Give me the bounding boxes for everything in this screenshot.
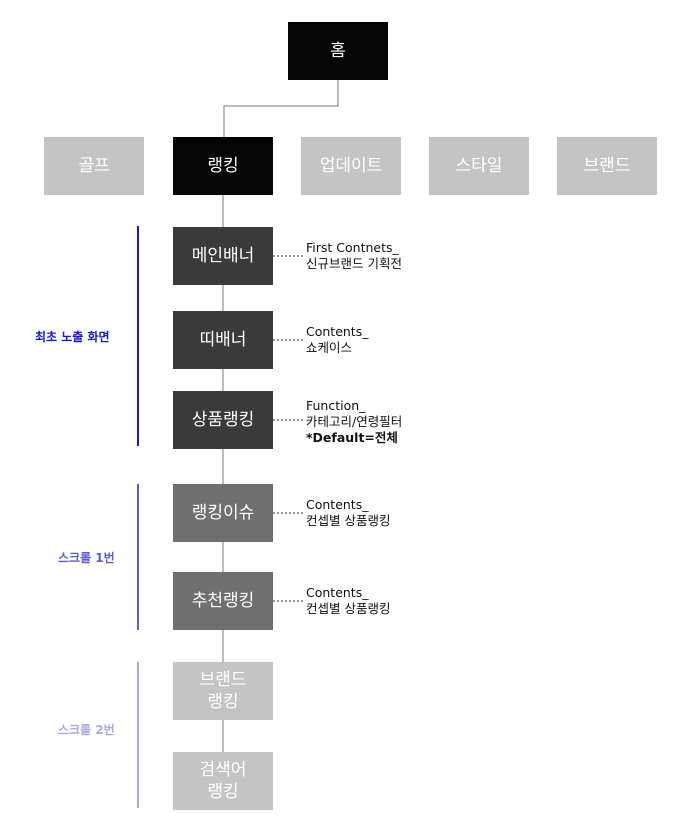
menu-node-ranking[interactable]: 랭킹 — [173, 137, 273, 195]
note-product-ranking: Function_ 카테고리/연령필터 *Default=전체 — [306, 398, 402, 446]
note-line: 신규브랜드 기획전 — [306, 256, 402, 271]
section-node-main-banner[interactable]: 메인배너 — [173, 227, 273, 285]
section-node-brand-ranking[interactable]: 브랜드 랭킹 — [173, 662, 273, 720]
note-recommended-ranking: Contents_ 컨셉별 상품랭킹 — [306, 585, 390, 617]
section-label-scroll1: 스크롤 1번 — [58, 551, 115, 565]
note-default: *Default=전체 — [306, 430, 398, 445]
section-node-strip-banner[interactable]: 띠배너 — [173, 311, 273, 369]
note-line: 쇼케이스 — [306, 340, 353, 355]
section-node-ranking-issue[interactable]: 랭킹이슈 — [173, 484, 273, 542]
section-node-keyword-ranking[interactable]: 검색어 랭킹 — [173, 752, 273, 810]
menu-node-update[interactable]: 업데이트 — [301, 137, 401, 195]
note-strip-banner: Contents_ 쇼케이스 — [306, 324, 368, 356]
note-line: 카테고리/연령필터 — [306, 414, 403, 429]
note-ranking-issue: Contents_ 컨셉별 상품랭킹 — [306, 497, 390, 529]
connector-home-ranking — [223, 80, 339, 137]
home-node[interactable]: 홈 — [288, 22, 388, 80]
section-node-product-ranking[interactable]: 상품랭킹 — [173, 391, 273, 449]
menu-node-style[interactable]: 스타일 — [429, 137, 529, 195]
note-line: Contents_ — [306, 585, 369, 600]
note-line: Contents_ — [306, 324, 369, 339]
menu-node-brand[interactable]: 브랜드 — [557, 137, 657, 195]
note-line: 컨셉별 상품랭킹 — [306, 601, 391, 616]
section-node-recommended-ranking[interactable]: 추천랭킹 — [173, 572, 273, 630]
note-line: Contents_ — [306, 497, 369, 512]
note-line: First Contnets_ — [306, 240, 399, 255]
menu-node-golf[interactable]: 골프 — [44, 137, 144, 195]
note-line: 컨셉별 상품랭킹 — [306, 513, 391, 528]
section-label-first-screen: 최초 노출 화면 — [35, 330, 110, 344]
note-line: Function_ — [306, 398, 366, 413]
note-main-banner: First Contnets_ 신규브랜드 기획전 — [306, 240, 402, 272]
section-label-scroll2: 스크롤 2번 — [58, 723, 115, 737]
